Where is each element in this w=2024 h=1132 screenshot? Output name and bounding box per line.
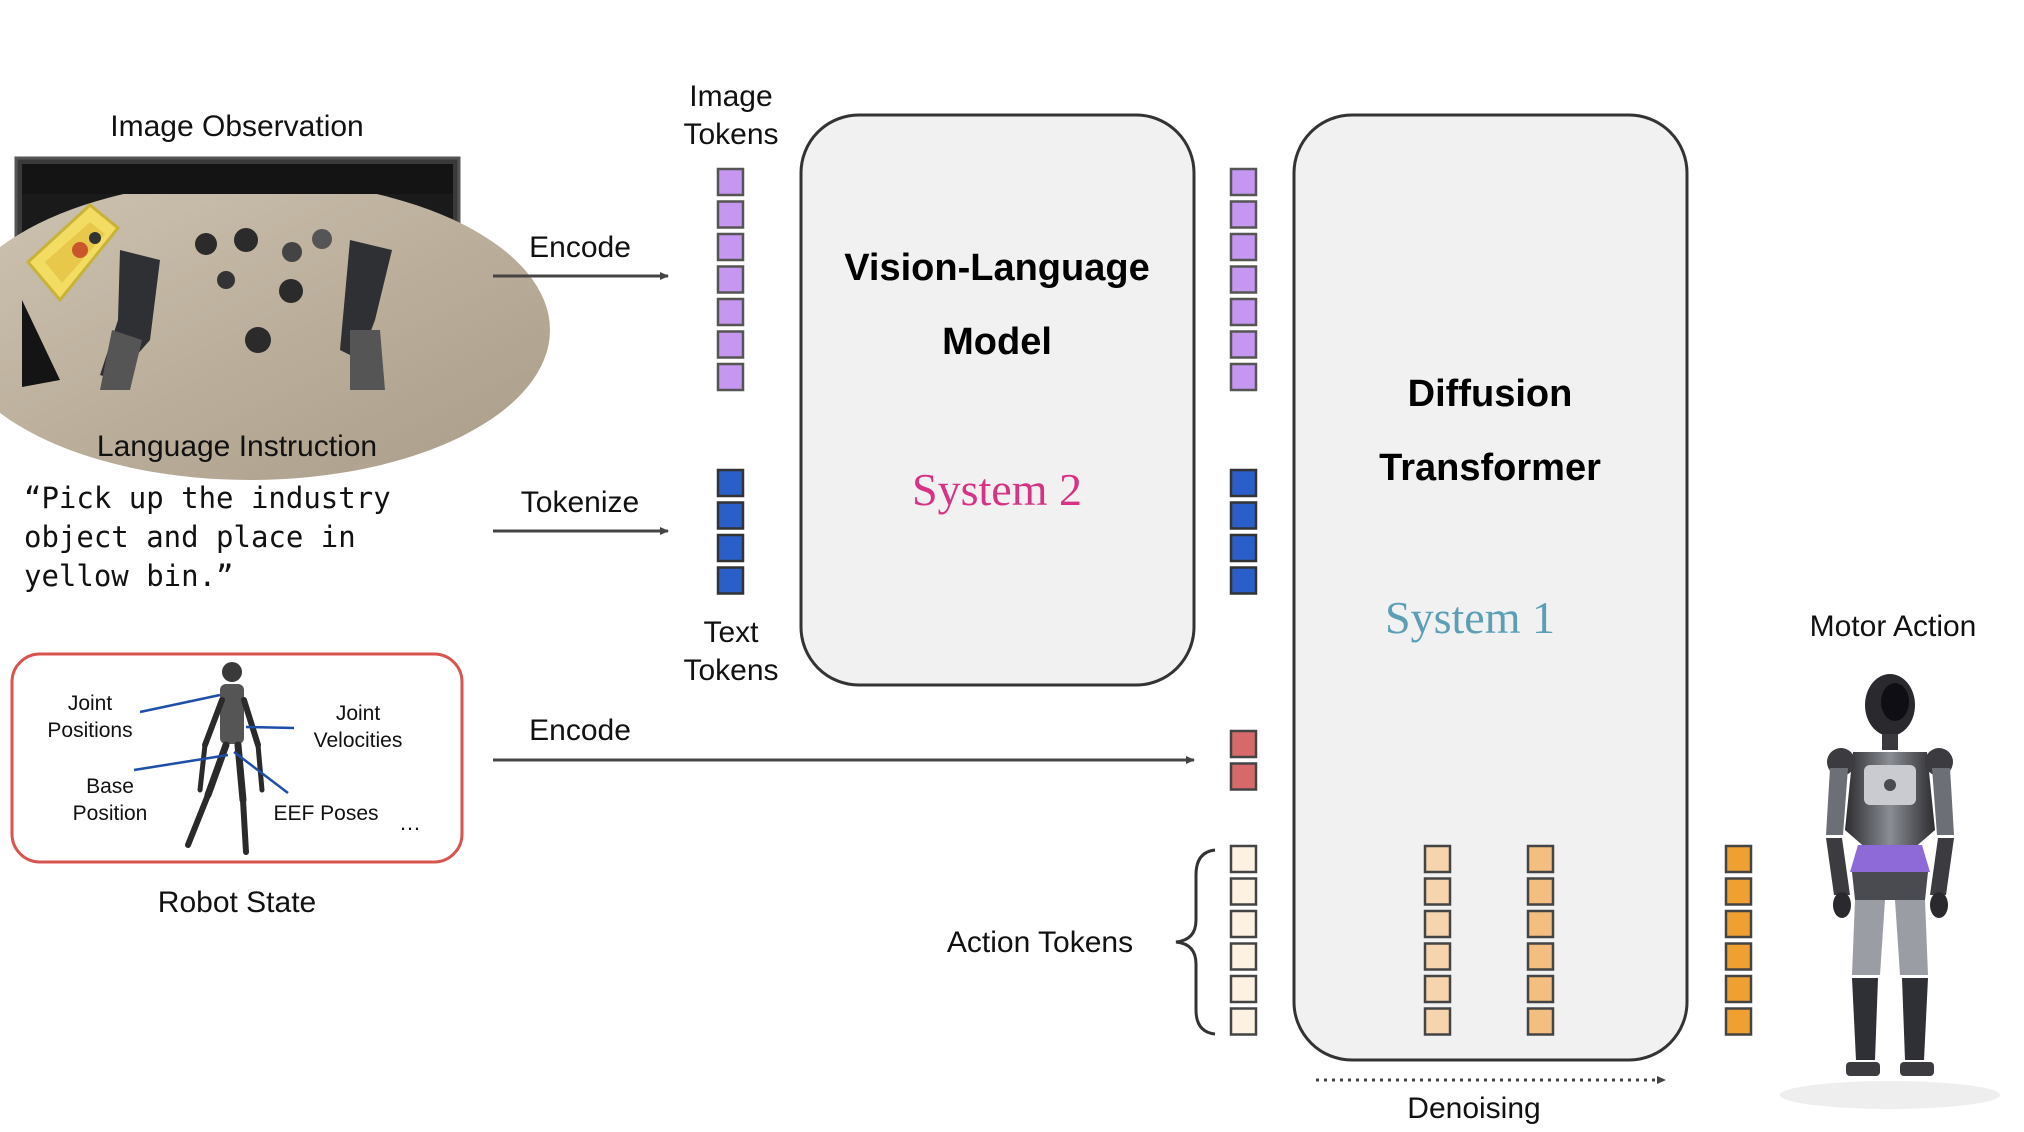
vlm-output-image-token [1229, 265, 1258, 294]
joint-velocities-label-2: Velocities [314, 729, 403, 752]
instruction-line-2: object and place in [24, 520, 356, 554]
denoising-action-token-step-2 [1526, 877, 1555, 906]
denoising-action-token-step-2 [1526, 844, 1555, 874]
state-token [1229, 729, 1258, 759]
robot-state-label: Robot State [158, 886, 316, 919]
joint-velocities-label-1: Joint [336, 702, 381, 725]
vlm-output-image-token [1229, 200, 1258, 229]
vlm-title-line-2: Model [942, 321, 1052, 363]
vlm-output-text-token [1229, 566, 1258, 595]
image-tokens-label-1: Image [689, 80, 772, 113]
dit-title-line-1: Diffusion [1408, 373, 1573, 415]
instruction-line-1: “Pick up the industry [24, 481, 391, 515]
tokenize-label: Tokenize [521, 486, 639, 519]
joint-positions-label-2: Positions [47, 719, 132, 742]
vlm-output-image-token [1229, 297, 1258, 327]
encode-state-label: Encode [529, 714, 631, 747]
instruction-line-3: yellow bin.” [24, 559, 234, 593]
image-token [716, 265, 745, 294]
action-tokens-label: Action Tokens [947, 926, 1133, 959]
language-instruction-label: Language Instruction [97, 430, 377, 463]
motor-action-token [1724, 942, 1753, 971]
denoising-action-token-step-2 [1526, 909, 1555, 939]
vlm-box [799, 113, 1196, 687]
denoising-action-token-step-2 [1526, 942, 1555, 971]
robot-state-box: Joint Positions Joint Velocities Base Po… [10, 652, 464, 864]
noisy-action-token [1229, 909, 1258, 939]
image-token [716, 200, 745, 229]
text-token [716, 468, 745, 498]
motor-action-token [1724, 1007, 1753, 1036]
token-columns [716, 167, 1753, 1036]
motor-action-token [1724, 877, 1753, 906]
denoising-label: Denoising [1407, 1092, 1540, 1125]
image-token [716, 232, 745, 262]
image-observation-photo [0, 156, 550, 480]
humanoid-robot-image [1780, 674, 2000, 1109]
motor-action-label: Motor Action [1810, 610, 1977, 643]
vlm-output-text-token [1229, 468, 1258, 498]
vlm-output-text-token [1229, 501, 1258, 530]
image-token [716, 362, 745, 392]
robot-state-ellipsis: … [399, 810, 421, 835]
dit-box [1292, 113, 1689, 1062]
denoising-action-token-step-2 [1526, 974, 1555, 1004]
motor-action-token [1724, 909, 1753, 939]
motor-action-token [1724, 844, 1753, 874]
state-token [1229, 762, 1258, 791]
noisy-action-token [1229, 974, 1258, 1004]
noisy-action-token [1229, 877, 1258, 906]
joint-positions-label-1: Joint [68, 692, 113, 715]
denoising-action-token-step-1 [1423, 844, 1452, 874]
vlm-output-text-token [1229, 533, 1258, 563]
text-tokens-label-2: Tokens [683, 654, 778, 687]
text-tokens-label-1: Text [703, 616, 759, 649]
image-observation-label: Image Observation [110, 110, 363, 143]
vlm-output-image-token [1229, 167, 1258, 197]
base-position-label-1: Base [86, 775, 134, 798]
text-token [716, 566, 745, 595]
eef-poses-label: EEF Poses [273, 802, 378, 825]
vlm-output-image-token [1229, 362, 1258, 392]
noisy-action-token [1229, 1007, 1258, 1036]
vlm-output-image-token [1229, 232, 1258, 262]
denoising-action-token-step-2 [1526, 1007, 1555, 1036]
noisy-action-token [1229, 942, 1258, 971]
text-token [716, 533, 745, 563]
vlm-output-image-token [1229, 330, 1258, 359]
dit-title-line-2: Transformer [1379, 447, 1601, 489]
noisy-action-token [1229, 844, 1258, 874]
denoising-action-token-step-1 [1423, 974, 1452, 1004]
image-token [716, 330, 745, 359]
denoising-action-token-step-1 [1423, 877, 1452, 906]
text-token [716, 501, 745, 530]
image-token [716, 167, 745, 197]
denoising-action-token-step-1 [1423, 942, 1452, 971]
vlm-title-line-1: Vision-Language [844, 247, 1149, 289]
motor-action-token [1724, 974, 1753, 1004]
system-1-label: System 1 [1385, 592, 1555, 643]
denoising-action-token-step-1 [1423, 909, 1452, 939]
base-position-label-2: Position [73, 802, 148, 825]
encode-image-label: Encode [529, 231, 631, 264]
image-tokens-label-2: Tokens [683, 118, 778, 151]
denoising-action-token-step-1 [1423, 1007, 1452, 1036]
system-2-label: System 2 [912, 464, 1082, 515]
action-tokens-brace [1175, 848, 1216, 1036]
image-token [716, 297, 745, 327]
